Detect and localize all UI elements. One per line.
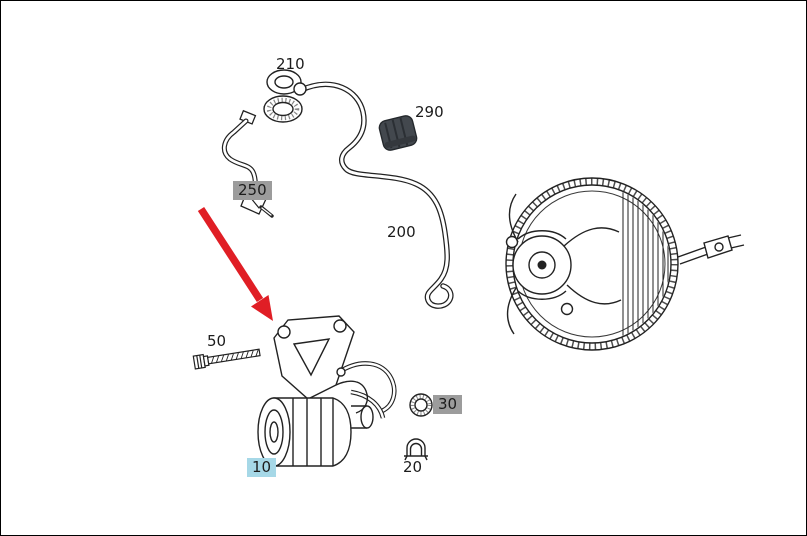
pointer-arrow	[197, 206, 273, 321]
part-label-250: 250	[233, 181, 272, 201]
part-label-20: 20	[403, 458, 423, 476]
pointer-arrow-head	[251, 295, 273, 321]
part-label-50: 50	[207, 332, 227, 350]
part-label-210: 210	[276, 55, 305, 73]
part-label-10: 10	[247, 458, 277, 478]
bolt-50-drawing	[192, 348, 261, 370]
rubber-cap-290-drawing	[378, 115, 418, 151]
part-label-200: 200	[387, 223, 416, 241]
pointer-arrow-shaft	[197, 206, 264, 303]
part-label-30: 30	[433, 395, 463, 415]
brake-booster-drawing	[505, 177, 745, 351]
vacuum-line-200-drawing	[293, 81, 454, 309]
part-label-290: 290	[415, 103, 444, 121]
vacuum-pump-10-drawing	[257, 315, 397, 467]
seal-ring-30-drawing	[409, 393, 433, 417]
grommet-210-drawing	[263, 69, 303, 123]
clamp-20-drawing	[404, 438, 428, 461]
